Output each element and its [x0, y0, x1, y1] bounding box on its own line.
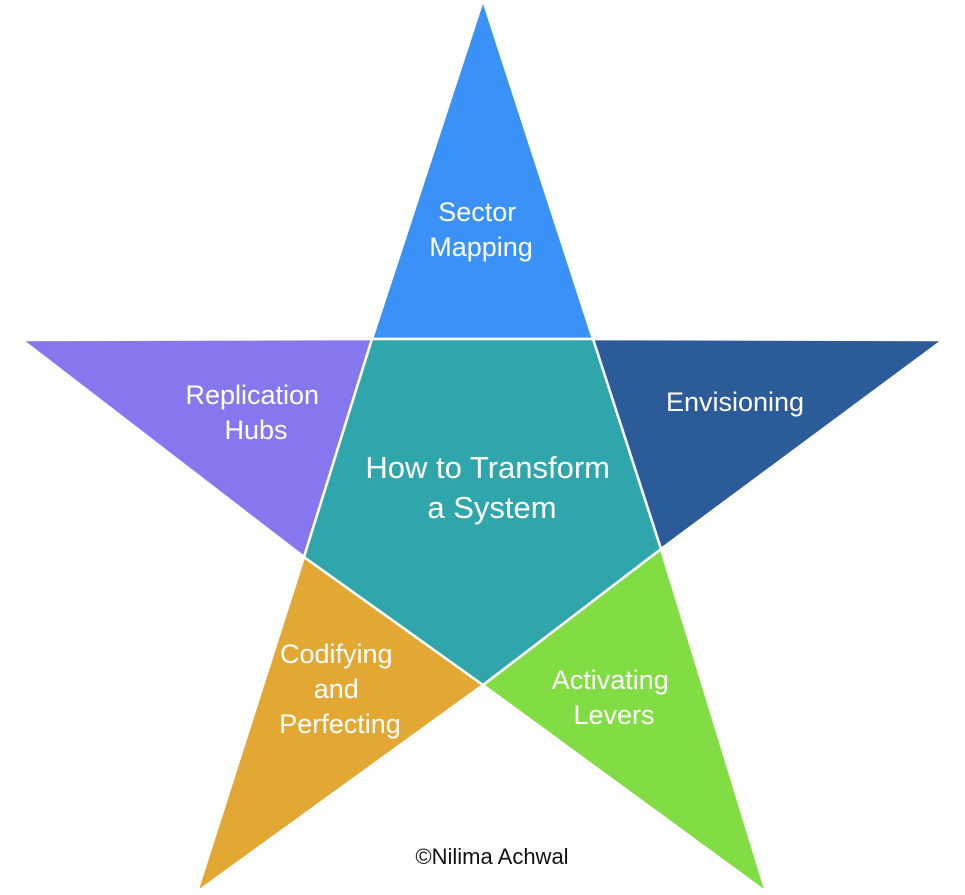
label-replication-hubs: Replication Hubs	[185, 380, 326, 445]
center-pentagon	[302, 337, 663, 687]
copyright-credit: ©Nilima Achwal	[415, 844, 568, 869]
point-sector-mapping	[370, 0, 595, 341]
label-codifying-perfecting: Codifying and Perfecting	[279, 639, 401, 739]
label-envisioning: Envisioning	[666, 387, 804, 417]
label-sector-mapping: Sector Mapping	[429, 197, 533, 262]
label-activating-levers: Activating Levers	[552, 665, 677, 730]
center-title: How to Transform a System	[365, 450, 618, 525]
